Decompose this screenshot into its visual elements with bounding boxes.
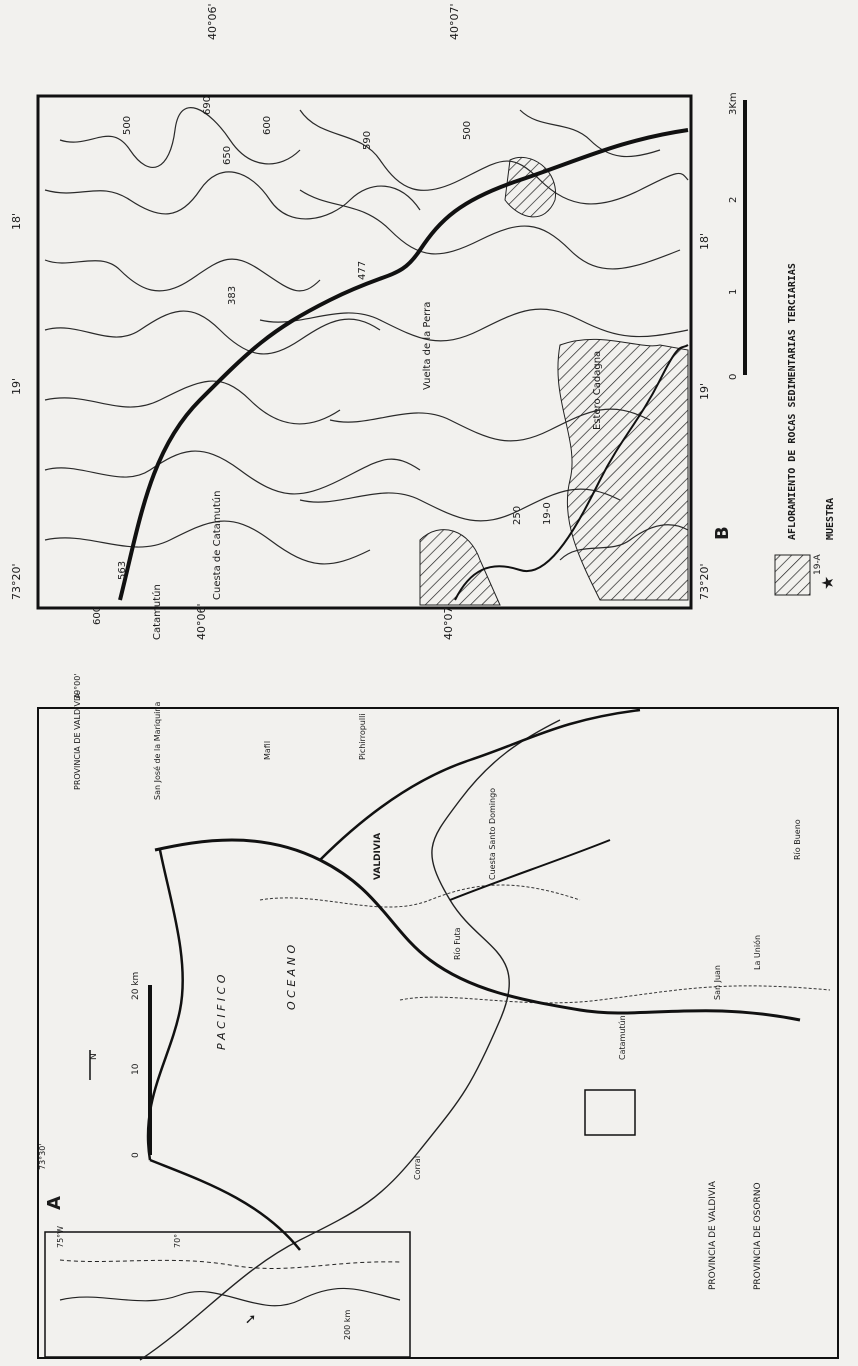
contour-label: 563	[117, 561, 128, 580]
map-a-panel-label: A	[44, 1196, 65, 1210]
svg-text:2: 2	[728, 197, 739, 203]
map-a-place: Corral	[413, 1156, 422, 1180]
svg-text:0: 0	[131, 1152, 141, 1158]
map-b-lat-left-top: 40°06'	[195, 603, 208, 640]
map-a-coastline	[139, 719, 561, 1361]
svg-text:1: 1	[728, 289, 739, 295]
map-b-legend: 19-A AFLORAMIENTO DE ROCAS SEDIMENTARIAS…	[774, 263, 837, 596]
contour-label: 650	[222, 146, 233, 165]
inset-label: 75°W	[56, 1226, 65, 1248]
map-a-place: San José de la Mariquina	[152, 702, 162, 800]
contour-label: 250	[512, 506, 523, 525]
map-a-inset-frame	[44, 1231, 411, 1358]
map-b-lat-mid: 40°07'	[448, 3, 461, 40]
map-a-coord: 73°30'	[38, 1143, 47, 1170]
map-a-place: Río Futa	[453, 927, 462, 960]
place-label: Cuesta de Catamutún	[211, 491, 223, 600]
map-a-place: Mafil	[263, 741, 272, 760]
province-label: PROVINCIA DE OSORNO	[753, 1182, 763, 1290]
map-a-scale-bar: 0 10 20 km	[131, 972, 152, 1158]
map-b-lon-top-right: 18'	[10, 213, 23, 230]
svg-text:10: 10	[131, 1063, 141, 1075]
outcrop-area-1	[557, 338, 689, 601]
map-b-lon-bot-mid: 19'	[698, 383, 711, 400]
map-a-place: VALDIVIA	[373, 833, 383, 880]
svg-text:N: N	[89, 1053, 99, 1060]
legend-sample-star: ★	[818, 576, 837, 590]
map-b-scale-bar: 0 1 2 3Km	[728, 92, 747, 380]
map-a-coord: 39°00'	[73, 673, 82, 700]
ocean-label: O C E A N O	[285, 944, 298, 1010]
map-b-contours	[44, 107, 689, 565]
map-a-river	[259, 884, 581, 908]
ocean-label: P A C I F I C O	[215, 974, 228, 1050]
contour-label: 500	[462, 121, 473, 140]
map-b-lon-bot-right: 18'	[698, 233, 711, 250]
map-a-place: Catamutún	[618, 1015, 627, 1060]
north-arrow: N	[89, 1050, 99, 1080]
contour-label: 590	[362, 131, 373, 150]
legend-outcrop-code: 19-A	[813, 553, 823, 575]
inset-coastline	[59, 1287, 401, 1307]
map-a-river	[399, 985, 831, 1004]
place-label: Estero Cadagna	[592, 351, 603, 430]
outcrop-area-3	[504, 156, 556, 218]
map-b-river	[454, 344, 689, 601]
svg-text:0: 0	[728, 374, 739, 380]
contour-label: 383	[227, 286, 238, 305]
outcrop-area-2	[419, 529, 501, 606]
svg-text:3Km: 3Km	[728, 92, 739, 115]
map-b-panel-label: B	[712, 526, 733, 540]
place-label: Catamutún	[151, 584, 163, 640]
contour-label: 19-0	[542, 502, 553, 525]
inset-location-arrow: ➘	[243, 1313, 259, 1325]
legend-outcrop-text: AFLORAMIENTO DE ROCAS SEDIMENTARIAS TERC…	[787, 263, 798, 540]
map-b-lat-top: 40°06'	[206, 3, 219, 40]
inset-label: 70°	[173, 1234, 182, 1248]
map-b-frame	[36, 94, 693, 610]
contour-label: 690	[202, 96, 213, 115]
inset-label: 200 km	[343, 1310, 352, 1340]
map-a-place: La Unión	[752, 935, 762, 970]
map-b-road	[118, 128, 689, 601]
contour-label: 477	[357, 261, 368, 280]
inset-border	[59, 1259, 401, 1269]
map-b-lat-left-mid: 40°07'	[442, 603, 455, 640]
place-label: Vuelta de la Perra	[422, 302, 433, 390]
map-a-place: Pichirropulli	[358, 713, 367, 760]
legend-hatch-swatch	[774, 554, 811, 596]
map-a-roads	[146, 708, 801, 1251]
province-label: PROVINCIA DE VALDIVIA	[708, 1180, 718, 1290]
map-b-lon-top-mid: 19'	[10, 378, 23, 395]
map-a-place: San Juan	[713, 965, 722, 1000]
legend-sample-text: MUESTRA	[825, 498, 836, 540]
map-b-lon-bot-left: 73°20'	[698, 563, 711, 600]
contour-label: 600	[92, 606, 103, 625]
map-a-frame	[37, 707, 839, 1359]
map-a-place: Río Bueno	[793, 819, 802, 860]
contour-label: 500	[122, 116, 133, 135]
contour-label: 600	[262, 116, 273, 135]
svg-text:20 km: 20 km	[131, 972, 141, 1000]
study-area-box	[584, 1089, 636, 1136]
map-a-place: PROVINCIA DE VALDIVIA	[73, 693, 82, 790]
map-a-place: Cuesta Santo Domingo	[488, 788, 497, 880]
map-b-lon-top-left: 73°20'	[10, 563, 23, 600]
